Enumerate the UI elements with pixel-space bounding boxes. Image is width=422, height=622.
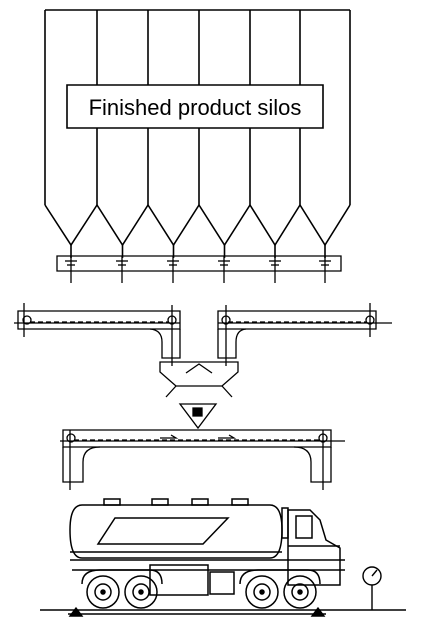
rear-wheel-hub bbox=[133, 584, 149, 600]
front-wheel-hub bbox=[292, 584, 308, 600]
silo-cone bbox=[300, 205, 350, 245]
front-wheel-center bbox=[298, 590, 302, 594]
silo-cone bbox=[148, 205, 199, 245]
hatch-3 bbox=[192, 499, 208, 505]
silo-cone bbox=[199, 205, 250, 245]
gauge-needle bbox=[372, 570, 377, 576]
rear-wheel bbox=[125, 576, 157, 608]
loading-hopper bbox=[160, 362, 238, 428]
fuel-box bbox=[150, 565, 208, 595]
right-conveyor-beam bbox=[218, 311, 376, 329]
tank-highlight bbox=[98, 518, 228, 544]
hatch-2 bbox=[152, 499, 168, 505]
left-conveyor-beam bbox=[18, 311, 180, 329]
left-conveyor-discharge bbox=[150, 329, 180, 358]
left-conveyor-pulley bbox=[23, 316, 31, 324]
weighbridge bbox=[40, 608, 406, 616]
bridge-arrow bbox=[218, 435, 234, 438]
finished-product-silos bbox=[45, 10, 350, 258]
hopper-leg bbox=[166, 386, 176, 397]
front-wheel-center bbox=[260, 590, 264, 594]
right-conveyor-discharge bbox=[218, 329, 246, 358]
loading-bridge-conveyor bbox=[60, 430, 345, 490]
silo-cone bbox=[45, 205, 97, 245]
loading-spout bbox=[180, 404, 216, 428]
spout-valve bbox=[193, 408, 202, 416]
front-wheel bbox=[284, 576, 316, 608]
bridge-beam bbox=[63, 430, 331, 447]
bridge-left-leg bbox=[63, 447, 100, 482]
weighbridge-load-cell bbox=[70, 608, 82, 616]
transfer-conveyors bbox=[14, 303, 392, 366]
hatch-4 bbox=[232, 499, 248, 505]
bridge-pulley bbox=[67, 434, 75, 442]
silos-label: Finished product silos bbox=[89, 95, 302, 120]
front-wheel-hub bbox=[254, 584, 270, 600]
bridge-arrow bbox=[160, 435, 176, 438]
bridge-right-leg bbox=[294, 447, 331, 482]
collecting-conveyor bbox=[57, 256, 341, 271]
rear-wheel bbox=[87, 576, 119, 608]
front-fender bbox=[240, 570, 320, 584]
hopper-deflector bbox=[186, 364, 212, 373]
tool-box bbox=[210, 572, 234, 594]
rear-wheel-center bbox=[139, 590, 143, 594]
weighbridge-load-cell bbox=[312, 608, 324, 616]
hopper-leg bbox=[222, 386, 232, 397]
rear-wheel-center bbox=[101, 590, 105, 594]
rear-fender bbox=[82, 570, 162, 584]
exhaust bbox=[282, 508, 288, 538]
pressure-gauge-icon bbox=[363, 567, 381, 610]
hatch-1 bbox=[104, 499, 120, 505]
silo-outlet-valves bbox=[57, 256, 341, 283]
silo-cone bbox=[97, 205, 148, 245]
cab-window bbox=[296, 516, 312, 538]
front-wheel bbox=[246, 576, 278, 608]
tank-body bbox=[70, 505, 282, 558]
silos-label-box bbox=[67, 85, 323, 128]
rear-wheel-hub bbox=[95, 584, 111, 600]
silo-cone bbox=[250, 205, 300, 245]
bulk-tanker-truck bbox=[70, 499, 345, 608]
